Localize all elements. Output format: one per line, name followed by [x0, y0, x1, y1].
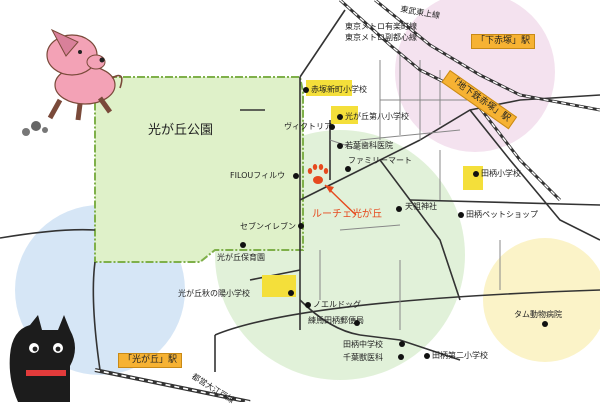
poi-dot: [396, 206, 402, 212]
poi-tagara-jhs: 田柄中学校: [343, 340, 383, 349]
poi-wakaba-dental: 若葉歯科医院: [345, 141, 393, 150]
poi-dot: [345, 166, 351, 172]
oedo-line: [94, 368, 251, 402]
poi-dot: [458, 212, 464, 218]
poi-dot: [399, 341, 405, 347]
poi-familymart: ファミリーマート: [348, 156, 412, 165]
poi-dot: [398, 354, 404, 360]
poi-akinohi-elem: 光が丘秋の陽小学校: [178, 289, 250, 298]
park-label: 光が丘公園: [148, 123, 214, 138]
poi-tamu-hospital: タム動物病院: [514, 310, 562, 319]
poi-tagara-2nd-elem: 田柄第二小学校: [432, 351, 488, 360]
poi-dot: [337, 114, 343, 120]
poi-hikarigaoka-nursery: 光が丘保育園: [217, 253, 265, 262]
park-area: [94, 76, 304, 263]
poi-seven-eleven: セブンイレブン: [240, 222, 296, 231]
poi-chiba-vet: 千葉獣医科: [343, 353, 383, 362]
shop-label[interactable]: ルーチェ光が丘: [312, 209, 382, 220]
area-circle-yellow: [483, 238, 600, 362]
poi-dot: [542, 321, 548, 327]
poi-dot: [288, 290, 294, 296]
poi-akatsuka-shinmachi-elem: 赤塚新町小学校: [311, 85, 367, 94]
poi-dot: [303, 87, 309, 93]
shimoakatsuka-station[interactable]: 「下赤塚」駅: [471, 34, 536, 49]
area-circle-pink: [395, 0, 555, 152]
poi-post-office: 練馬田柄郵便局: [308, 316, 364, 325]
poi-dot: [337, 143, 343, 149]
poi-dot: [298, 223, 304, 229]
poi-dot: [305, 302, 311, 308]
poi-dot: [473, 171, 479, 177]
poi-dot: [293, 173, 299, 179]
metro-line-label-1: 東京メトロ有楽町線: [345, 22, 417, 31]
poi-dot: [424, 353, 430, 359]
poi-hikarigaoka-8th-elem: 光が丘第八小学校: [345, 112, 409, 121]
poi-filou: FILOUフィルウ: [230, 171, 286, 180]
poi-dot: [354, 320, 360, 326]
poi-tenso-shrine: 天祖神社: [405, 202, 437, 211]
metro-line-label-2: 東京メトロ副都心線: [345, 33, 417, 42]
poi-tagara-elem: 田柄小学校: [481, 169, 521, 178]
poi-dot: [240, 242, 246, 248]
poi-dot: [329, 124, 335, 130]
poi-victoria: ヴィクトリア: [284, 122, 332, 131]
poi-noel-dog: ノエルドッグ: [313, 300, 361, 309]
poi-tagara-pet-shop: 田柄ペットショップ: [466, 210, 538, 219]
hikarigaoka-station[interactable]: 「光が丘」駅: [118, 353, 183, 368]
pink-dog-mascot-icon: [22, 28, 123, 136]
streets: [319, 55, 501, 330]
black-cat-mascot-icon: [9, 315, 76, 402]
paw-print-icon: [307, 164, 329, 184]
